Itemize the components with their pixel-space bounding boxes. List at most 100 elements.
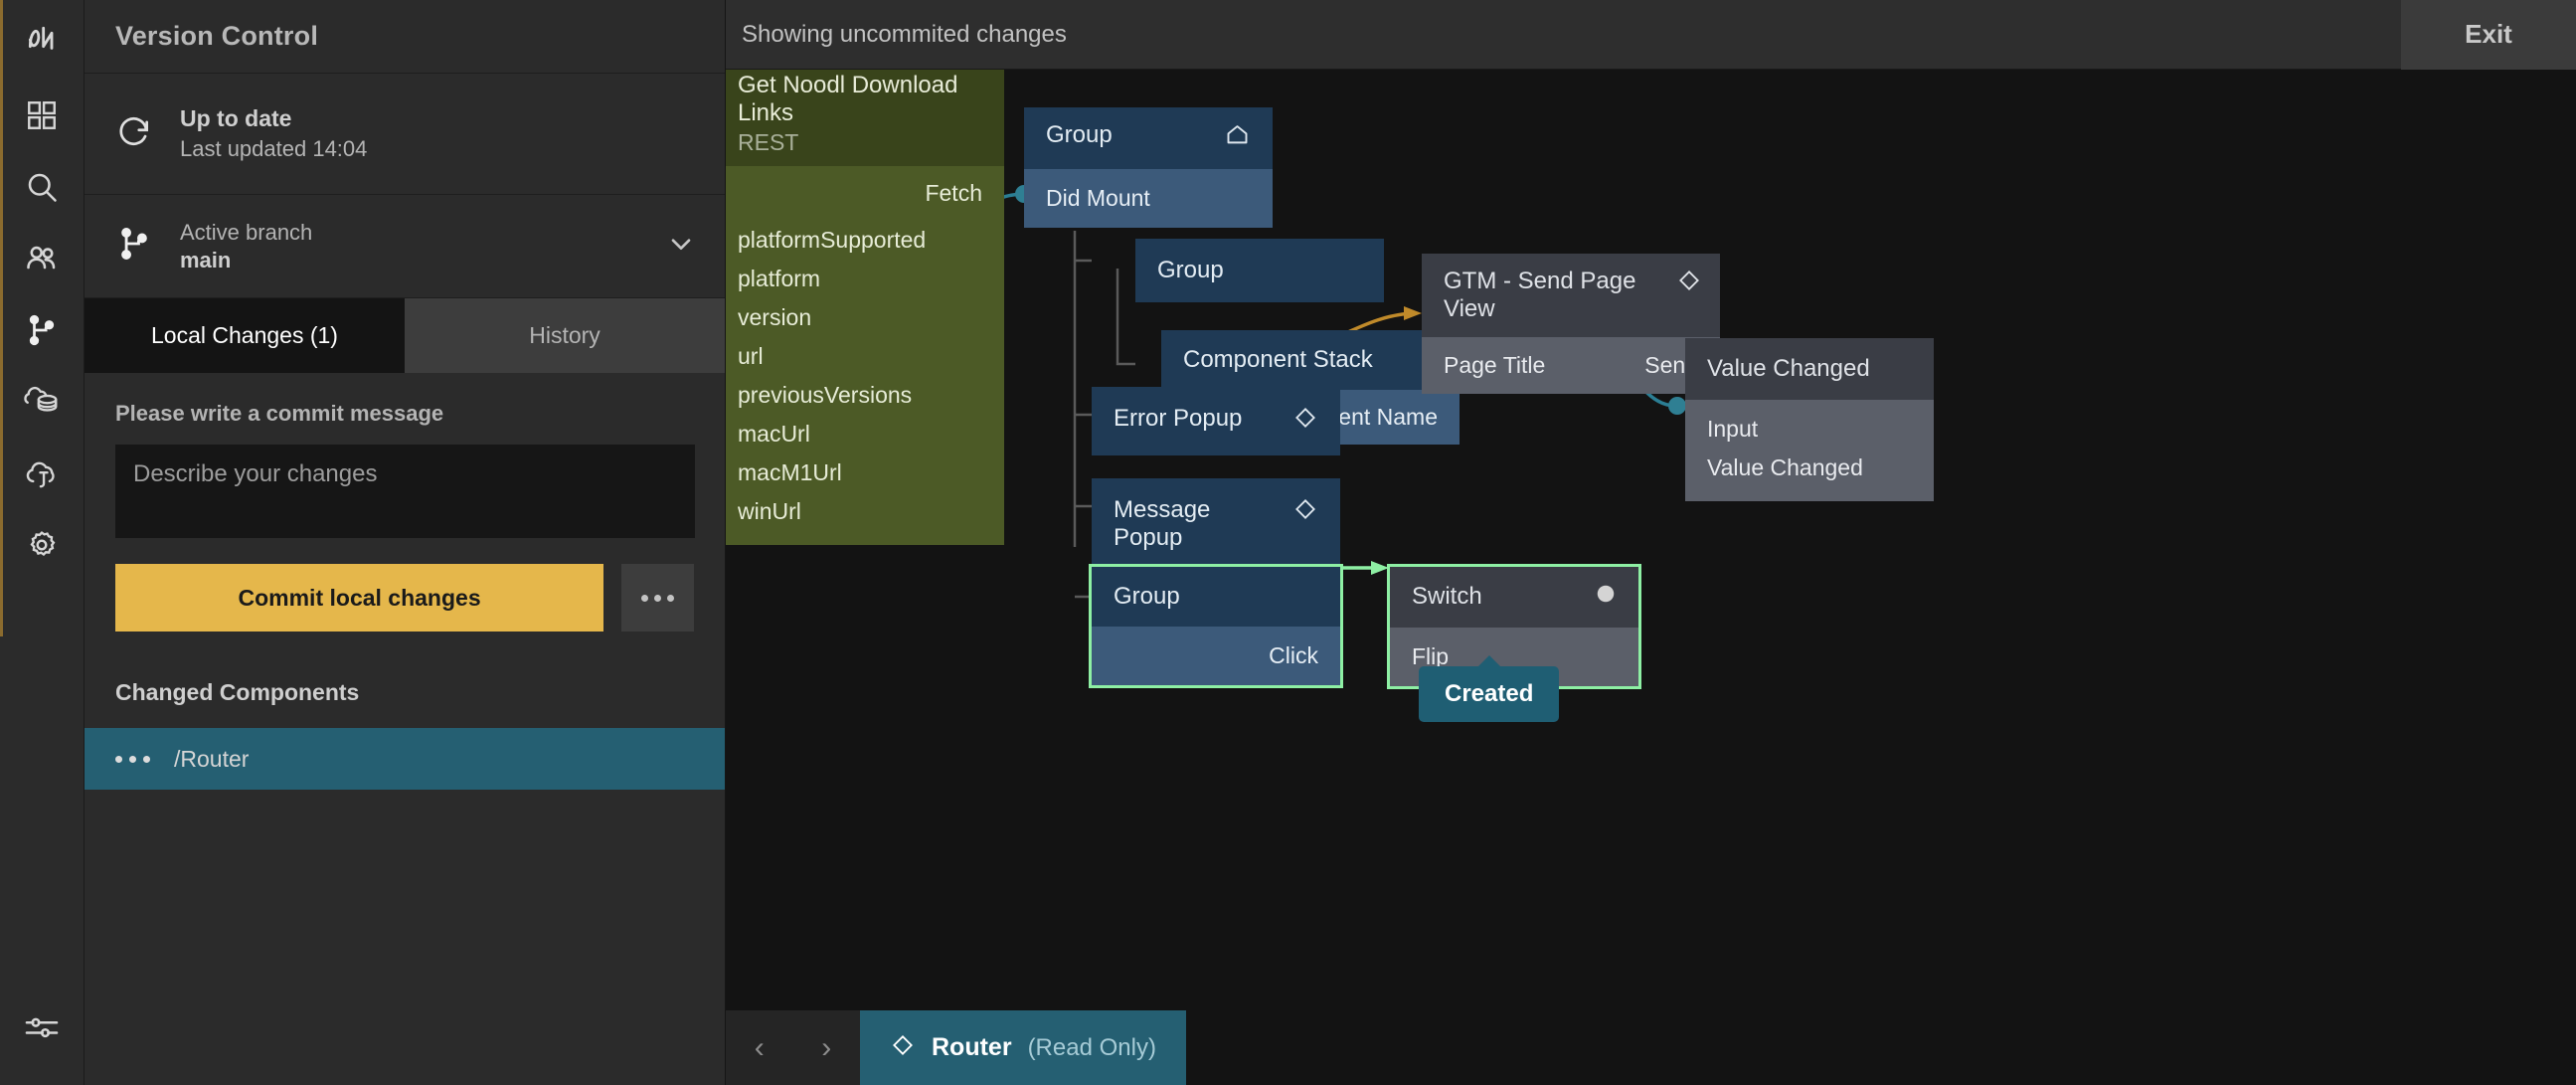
gear-icon[interactable]	[0, 509, 85, 581]
port-row[interactable]: platform	[726, 260, 1004, 298]
node-title: Message Popup	[1114, 496, 1211, 551]
cloud-functions-icon[interactable]	[0, 438, 85, 509]
commit-message-label: Please write a commit message	[115, 401, 444, 426]
output-port-did-mount[interactable]: Did Mount	[1046, 185, 1150, 211]
port-row[interactable]: Flip	[1390, 628, 1638, 686]
port-row[interactable]: macM1Url	[726, 453, 1004, 492]
node-title: Get Noodl Download Links	[738, 72, 958, 126]
node-header: Message Popup	[1092, 478, 1340, 570]
port-row[interactable]: Click	[1092, 627, 1340, 685]
commit-more-options-button[interactable]	[621, 564, 694, 632]
port-platform[interactable]: platform	[738, 266, 821, 291]
input-port-input[interactable]: Input	[1707, 416, 1759, 442]
search-icon[interactable]	[0, 151, 85, 223]
components-grid-icon[interactable]	[0, 80, 85, 151]
output-port-click[interactable]: Click	[1269, 642, 1318, 668]
panel-tabs: Local Changes (1) History	[85, 298, 725, 373]
tab-history[interactable]: History	[405, 298, 725, 373]
node-title: Switch	[1412, 583, 1482, 610]
node-group-click[interactable]: Group Click	[1089, 564, 1343, 688]
node-header: Value Changed	[1685, 338, 1934, 400]
port-platform-supported[interactable]: platformSupported	[738, 227, 927, 253]
version-control-branch-icon[interactable]	[0, 294, 85, 366]
node-header: Group	[1092, 567, 1340, 627]
node-graph-canvas[interactable]: Get Noodl Download Links REST Fetch plat…	[726, 70, 2576, 1085]
port-row[interactable]: Did Mount	[1024, 169, 1273, 228]
cloud-database-icon[interactable]	[0, 366, 85, 438]
commit-local-changes-button[interactable]: Commit local changes	[115, 564, 604, 632]
output-port-fetch[interactable]: Fetch	[925, 180, 982, 206]
node-header: GTM - Send Page View	[1422, 254, 1720, 337]
branch-icon	[115, 225, 153, 268]
nav-forward-button[interactable]: ›	[821, 1030, 832, 1064]
output-port-value-changed[interactable]: Value Changed	[1707, 454, 1863, 480]
port-row[interactable]: platformSupported	[726, 221, 1004, 260]
rail-accent-bar	[0, 0, 3, 636]
node-ports: Did Mount	[1024, 169, 1273, 228]
node-ports: Input Value Changed	[1685, 400, 1934, 501]
port-win-url[interactable]: winUrl	[738, 498, 801, 524]
port-mac-m1-url[interactable]: macM1Url	[738, 459, 842, 485]
chevron-down-icon[interactable]	[665, 228, 697, 265]
port-row[interactable]: Input	[1685, 410, 1934, 449]
sync-status-title: Up to date	[180, 105, 292, 131]
node-error-popup[interactable]: Error Popup	[1092, 387, 1340, 455]
exit-button[interactable]: Exit	[2401, 0, 2576, 70]
diamond-icon	[1676, 268, 1702, 300]
node-gtm-send-page-view[interactable]: GTM - Send Page View Page Title Send	[1422, 254, 1720, 394]
list-item[interactable]: /Router	[85, 728, 725, 790]
breadcrumb-bar: ‹ › Router (Read Only)	[726, 1010, 2576, 1085]
row-ellipsis-icon[interactable]	[115, 755, 150, 763]
node-group-root[interactable]: Group Did Mount	[1024, 107, 1273, 228]
port-url[interactable]: url	[738, 343, 764, 369]
port-row[interactable]: url	[726, 337, 1004, 376]
tab-local-changes[interactable]: Local Changes (1)	[85, 298, 405, 373]
main-area: Showing uncommited changes Exit	[726, 0, 2576, 1085]
refresh-icon[interactable]	[115, 112, 153, 155]
noodl-logo-icon[interactable]	[0, 0, 85, 80]
port-row[interactable]: version	[726, 298, 1004, 337]
input-port-page-title[interactable]: Page Title	[1444, 352, 1546, 378]
ellipsis-dot-icon	[129, 755, 136, 763]
node-title: Component Stack	[1183, 346, 1373, 373]
node-group-2[interactable]: Group	[1135, 239, 1384, 302]
port-row[interactable]: macUrl	[726, 415, 1004, 453]
nav-back-button[interactable]: ‹	[754, 1030, 765, 1064]
node-rest-get-noodl-download-links[interactable]: Get Noodl Download Links REST Fetch plat…	[726, 70, 1004, 545]
nav-buttons: ‹ ›	[726, 1010, 860, 1085]
breadcrumb-readonly-label: (Read Only)	[1027, 1033, 1156, 1061]
panel-body: Please write a commit message Commit loc…	[85, 373, 725, 1085]
port-previous-versions[interactable]: previousVersions	[738, 382, 913, 408]
diamond-icon	[890, 1032, 916, 1063]
node-ports: Page Title Send	[1422, 337, 1720, 394]
port-row[interactable]: Page Title Send	[1422, 337, 1720, 394]
sync-status-row[interactable]: Up to date Last updated 14:04	[85, 74, 725, 195]
node-ports: Click	[1092, 627, 1340, 685]
node-message-popup[interactable]: Message Popup	[1092, 478, 1340, 570]
ellipsis-dot-icon	[143, 755, 150, 763]
active-branch-row[interactable]: Active branch main	[85, 195, 725, 298]
port-row[interactable]: winUrl	[726, 492, 1004, 531]
users-icon[interactable]	[0, 223, 85, 294]
port-mac-url[interactable]: macUrl	[738, 421, 810, 447]
sync-status-text: Up to date Last updated 14:04	[180, 105, 367, 162]
ellipsis-dot-icon	[654, 594, 662, 602]
commit-message-input[interactable]	[115, 445, 695, 538]
breadcrumb-router[interactable]: Router (Read Only)	[860, 1010, 1186, 1085]
uncommitted-changes-message: Showing uncommited changes	[742, 20, 1067, 48]
node-header: Component Stack	[1161, 330, 1460, 390]
version-control-panel: Version Control Up to date Last updated …	[85, 0, 726, 1085]
port-row[interactable]: previousVersions	[726, 376, 1004, 415]
port-row[interactable]: Fetch	[726, 166, 1004, 221]
active-branch-name: main	[180, 247, 232, 272]
ellipsis-dot-icon	[115, 755, 122, 763]
node-value-changed[interactable]: Value Changed Input Value Changed	[1685, 338, 1934, 501]
port-row[interactable]: Value Changed	[1685, 449, 1934, 487]
node-header: Get Noodl Download Links REST	[726, 70, 1004, 166]
input-port-flip[interactable]: Flip	[1412, 643, 1450, 669]
circle-icon	[1595, 583, 1617, 612]
left-icon-rail	[0, 0, 85, 1085]
sliders-icon[interactable]	[0, 992, 85, 1063]
port-version[interactable]: version	[738, 304, 812, 330]
